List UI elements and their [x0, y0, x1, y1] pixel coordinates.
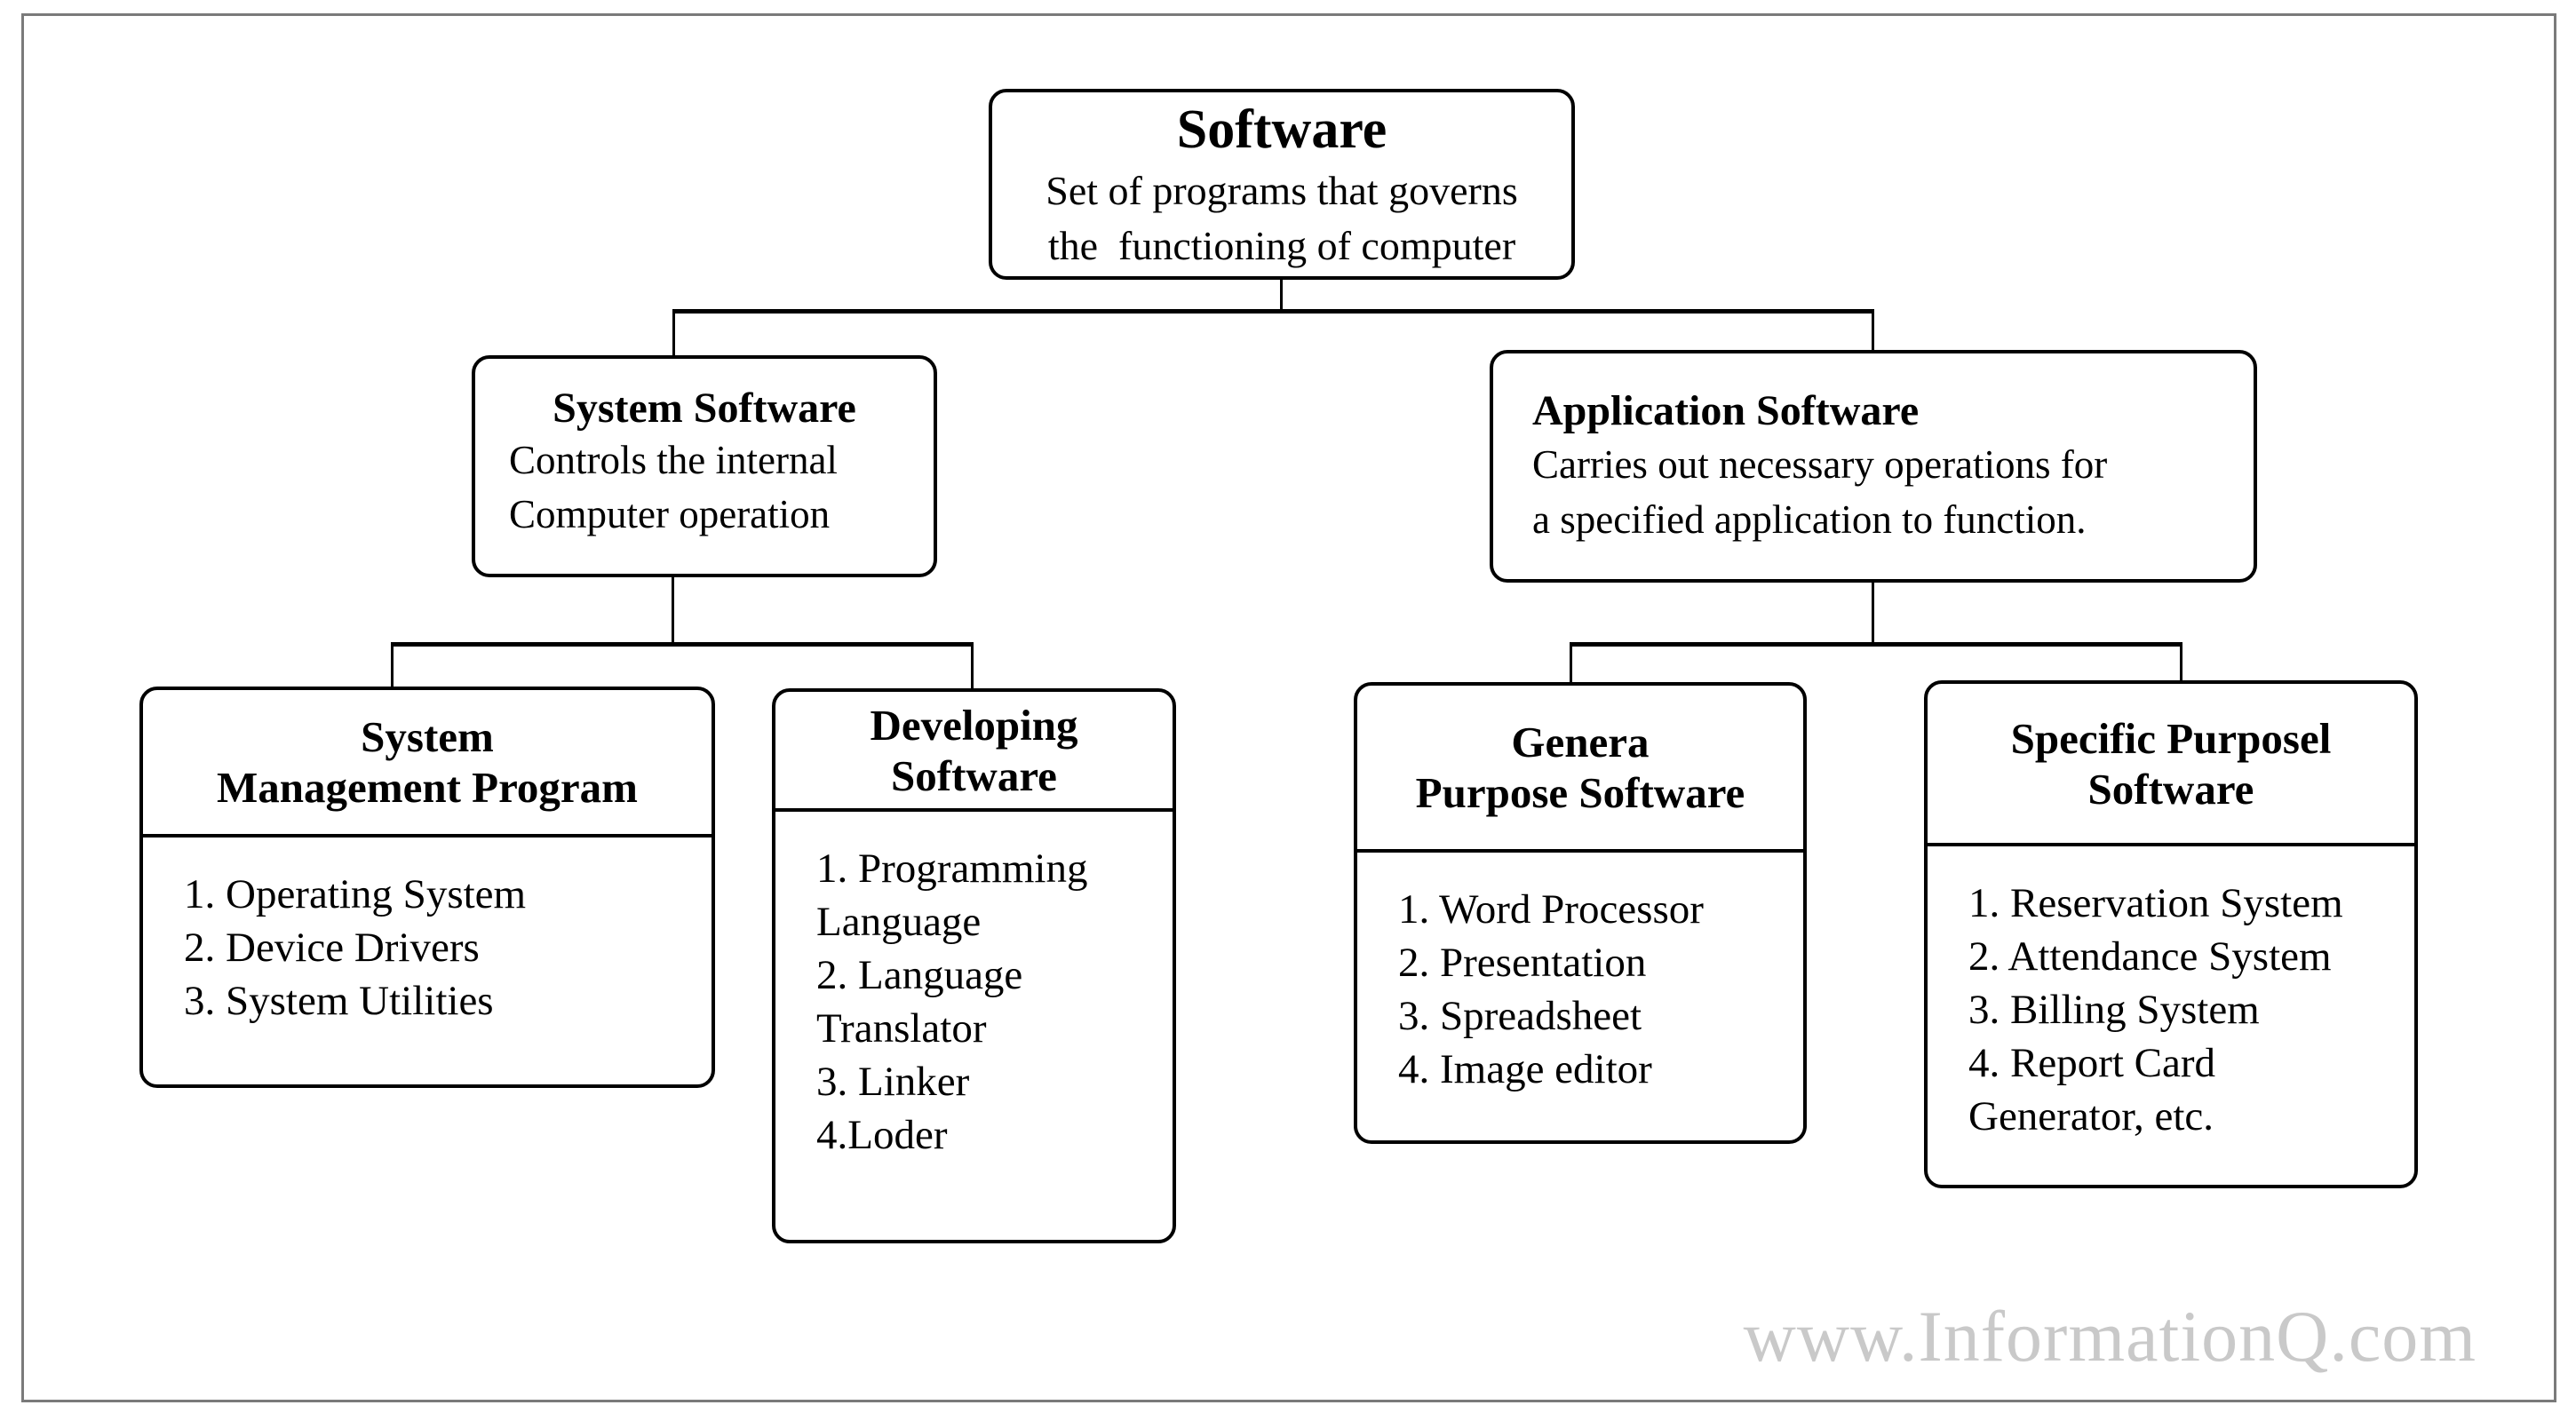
system-management-node: System Management Program 1. Operating S… — [139, 687, 715, 1088]
connector-drop-system — [672, 311, 675, 357]
general-purpose-title: Genera Purpose Software — [1357, 686, 1803, 853]
connector-drop-specific-purpose — [2180, 644, 2182, 682]
list-item: 2. Language Translator — [816, 952, 1023, 1052]
connector-drop-application — [1872, 311, 1874, 352]
list-item: 3. Spreadsheet — [1398, 993, 1642, 1039]
connector-root-stem — [1280, 278, 1283, 311]
software-node-description: Set of programs that governs the functio… — [1046, 168, 1518, 268]
connector-level1-bar — [672, 309, 1874, 314]
system-software-node: System Software Controls the internal Co… — [472, 355, 937, 577]
connector-drop-system-management — [391, 644, 394, 688]
list-item: 3. Linker — [816, 1059, 970, 1105]
system-management-title-text: System Management Program — [217, 712, 638, 812]
application-software-description: Carries out necessary operations for a s… — [1532, 442, 2108, 542]
list-item: 2. Attendance System — [1968, 933, 2332, 980]
list-item: 4. Report Card Generator, etc. — [1968, 1040, 2216, 1139]
specific-purpose-list: 1. Reservation System 2. Attendance Syste… — [1928, 846, 2414, 1143]
connector-application-children-bar — [1570, 642, 2182, 647]
connector-system-children-bar — [391, 642, 974, 647]
developing-software-node: Developing Software 1. Programming Langu… — [772, 688, 1176, 1243]
connector-drop-general-purpose — [1570, 644, 1572, 684]
system-software-title: System Software — [553, 385, 856, 432]
application-software-node: Application Software Carries out necessa… — [1490, 350, 2257, 583]
list-item: 4.Loder — [816, 1112, 948, 1158]
application-software-title: Application Software — [1532, 387, 1920, 434]
software-node-title: Software — [1176, 99, 1387, 160]
specific-purpose-title: Specific Purposel Software — [1928, 684, 2414, 846]
list-item: 3. System Utilities — [184, 978, 494, 1024]
list-item: 4. Image editor — [1398, 1046, 1652, 1092]
connector-system-stem — [672, 576, 674, 647]
list-item: 2. Presentation — [1398, 940, 1647, 986]
general-purpose-list: 1. Word Processor 2. Presentation 3. Sprea… — [1357, 853, 1803, 1096]
specific-purpose-title-text: Specific Purposel Software — [2010, 713, 2332, 814]
software-node: Software Set of programs that governs th… — [989, 89, 1575, 280]
specific-purpose-node: Specific Purposel Software 1. Reservatio… — [1924, 680, 2418, 1188]
list-item: 1. Word Processor — [1398, 886, 1704, 933]
list-item: 1. Reservation System — [1968, 880, 2343, 926]
list-item: 1. Programming Language — [816, 845, 1088, 945]
system-management-title: System Management Program — [143, 690, 712, 838]
system-management-list: 1. Operating System 2. Device Drivers 3. S… — [143, 838, 712, 1028]
connector-application-stem — [1872, 581, 1874, 645]
developing-software-title: Developing Software — [775, 692, 1173, 812]
system-software-description: Controls the internal Computer operation — [509, 438, 838, 536]
general-purpose-title-text: Genera Purpose Software — [1415, 718, 1745, 817]
connector-drop-developing — [971, 644, 974, 690]
general-purpose-node: Genera Purpose Software 1. Word Processo… — [1354, 682, 1807, 1144]
watermark: www.InformationQ.com — [1743, 1296, 2477, 1377]
page-frame — [21, 13, 2556, 1402]
list-item: 3. Billing System — [1968, 987, 2260, 1033]
developing-software-title-text: Developing Software — [870, 700, 1078, 800]
list-item: 2. Device Drivers — [184, 925, 480, 971]
list-item: 1. Operating System — [184, 871, 527, 917]
